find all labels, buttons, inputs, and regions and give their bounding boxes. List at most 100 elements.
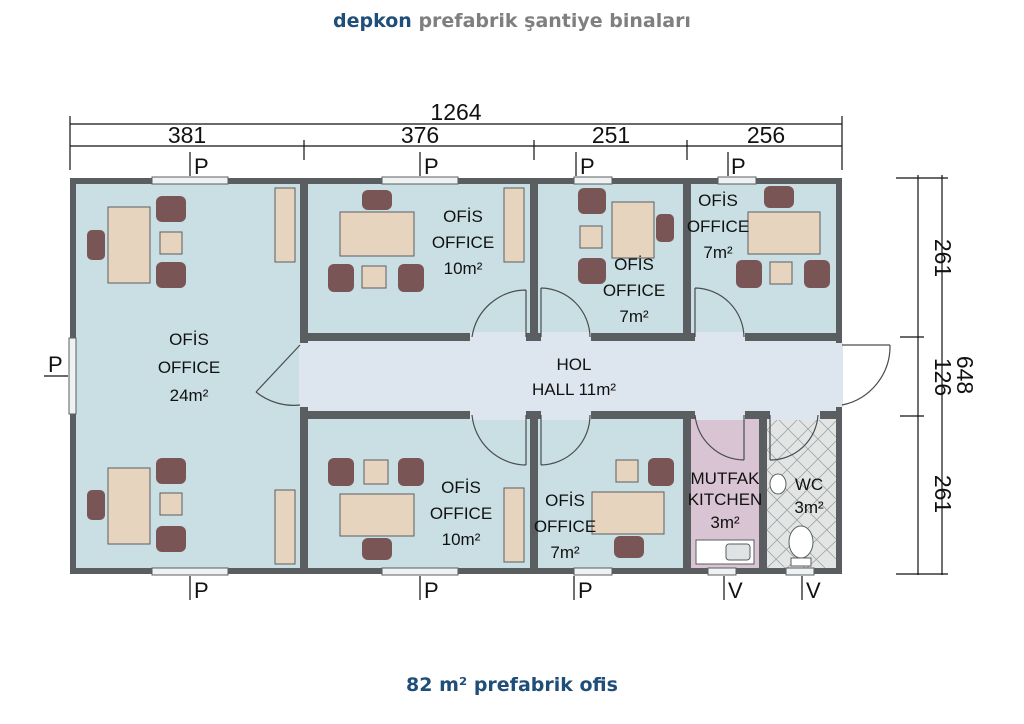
chair	[362, 538, 392, 560]
chair	[328, 264, 354, 292]
label-office-top-b-2: OFFICE	[603, 281, 665, 300]
cabinet	[503, 487, 525, 563]
toilet	[788, 525, 814, 559]
window-mark-bot-3: P	[578, 578, 593, 603]
desk	[339, 211, 415, 257]
chair	[736, 260, 762, 288]
room-labels: OFİS OFFICE 24m² OFİS OFFICE 10m² OFİS O…	[158, 191, 824, 562]
dim-segment-1: 381	[168, 122, 206, 148]
label-wc-1: WC	[795, 475, 823, 494]
dim-depth-1: 261	[930, 239, 956, 277]
room-office-top-a	[308, 184, 530, 333]
chair	[362, 190, 392, 210]
chair	[156, 262, 186, 288]
dim-segment-4: 256	[747, 122, 785, 148]
desk	[339, 493, 415, 537]
window-mark-top-1: P	[194, 154, 209, 179]
chair	[156, 458, 186, 484]
window-mark-vent-2: V	[806, 578, 821, 603]
window-mark-top-2: P	[424, 154, 439, 179]
brand-name: depkon	[333, 10, 412, 32]
chair	[398, 264, 424, 292]
desk	[611, 201, 655, 259]
label-hall-1: HOL	[557, 355, 592, 374]
chair	[804, 260, 830, 288]
window-mark-bot-1: P	[194, 578, 209, 603]
chair	[156, 526, 186, 552]
window-mark-top-4: P	[731, 154, 746, 179]
desk	[107, 467, 151, 545]
chair	[578, 188, 606, 214]
room-hall	[308, 341, 836, 411]
label-office-bot-b-1: OFİS	[545, 491, 585, 510]
label-hall-2: HALL 11m²	[532, 380, 616, 399]
stool	[159, 492, 183, 516]
chair	[328, 458, 354, 486]
door-swings	[255, 287, 891, 466]
dim-total-width: 1264	[430, 99, 481, 125]
chair	[648, 458, 674, 486]
stool	[363, 459, 389, 485]
stool	[361, 265, 387, 289]
label-kitchen-3: 3m²	[710, 513, 740, 532]
room-office-top-b	[538, 184, 683, 333]
chair	[614, 536, 644, 558]
dim-segment-3: 251	[592, 122, 630, 148]
window-mark-vent-1: V	[728, 578, 743, 603]
stool	[579, 225, 603, 249]
chair	[398, 458, 424, 486]
dim-total-depth: 648	[952, 356, 978, 394]
door-openings	[299, 332, 843, 420]
cabinet	[274, 489, 296, 565]
label-office-top-a-3: 10m²	[444, 259, 483, 278]
dim-segment-2: 376	[401, 122, 439, 148]
label-office-large-2: OFFICE	[158, 358, 220, 377]
label-office-bot-a-3: 10m²	[442, 530, 481, 549]
top-dimension-lines	[69, 116, 843, 170]
window-mark-bot-2: P	[424, 578, 439, 603]
stool	[615, 459, 639, 483]
furniture	[87, 186, 830, 567]
cabinet	[503, 187, 525, 263]
dim-depth-2: 126	[930, 358, 956, 396]
page-footer-caption: 82 m² prefabrik ofis	[406, 674, 618, 696]
header-subtitle: prefabrik şantiye binaları	[418, 10, 691, 32]
page-header: depkon prefabrik şantiye binaları	[0, 10, 1024, 32]
room-office-top-c	[691, 184, 836, 333]
window-tick-lines	[44, 152, 803, 600]
label-office-bot-a-1: OFİS	[441, 478, 481, 497]
label-office-top-c-1: OFİS	[698, 191, 738, 210]
stool	[769, 261, 793, 285]
desk	[591, 491, 665, 535]
label-office-top-b-3: 7m²	[619, 307, 649, 326]
wc-tile-pattern	[766, 418, 837, 569]
label-office-top-b-1: OFİS	[614, 255, 654, 274]
right-dimension-lines	[896, 175, 948, 575]
label-office-bot-a-2: OFFICE	[430, 504, 492, 523]
label-office-top-c-3: 7m²	[703, 243, 733, 262]
chair	[87, 490, 105, 520]
label-office-top-a-1: OFİS	[443, 207, 483, 226]
label-office-large-1: OFİS	[169, 330, 209, 349]
desk	[107, 206, 151, 284]
label-wc-2: 3m²	[794, 498, 824, 517]
label-kitchen-2: KITCHEN	[688, 490, 763, 509]
chair	[87, 230, 105, 260]
desk	[747, 211, 821, 255]
stool	[159, 231, 183, 255]
label-office-large-3: 24m²	[170, 386, 209, 405]
label-kitchen-1: MUTFAK	[691, 469, 761, 488]
label-office-bot-b-3: 7m²	[550, 543, 580, 562]
label-office-top-c-2: OFFICE	[687, 217, 749, 236]
chair	[578, 258, 606, 284]
label-office-top-a-2: OFFICE	[432, 233, 494, 252]
chair	[156, 196, 186, 222]
chair	[764, 186, 794, 208]
windows	[68, 176, 815, 576]
dim-depth-3: 261	[930, 475, 956, 513]
chair	[656, 214, 674, 242]
cabinet	[274, 187, 296, 263]
window-mark-left: P	[48, 352, 63, 377]
window-mark-top-3: P	[580, 154, 595, 179]
